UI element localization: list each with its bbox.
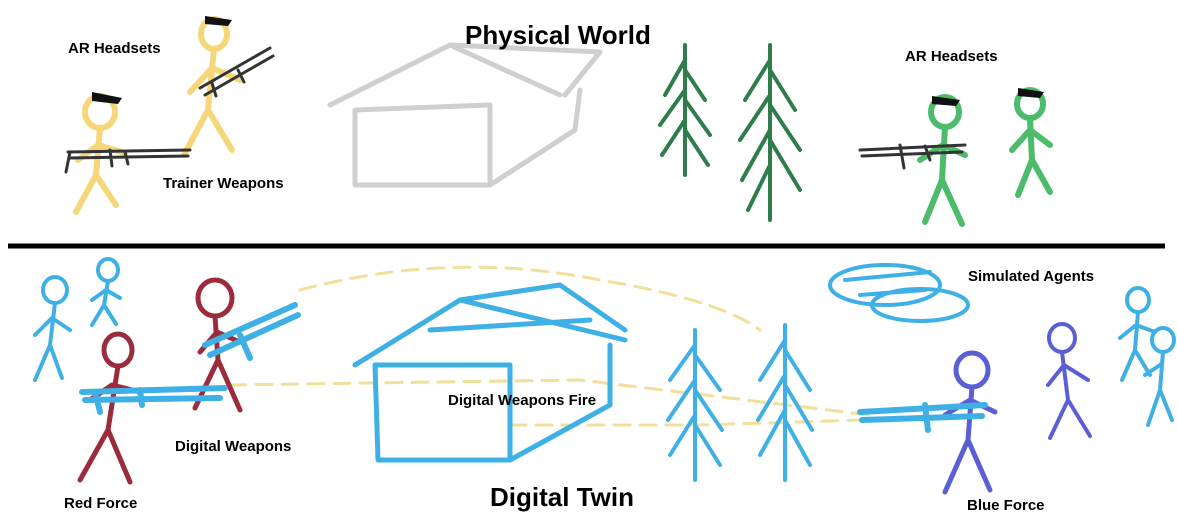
trainee-green-front xyxy=(917,94,968,227)
blue-force-agent xyxy=(1046,322,1092,440)
trainer-rifle-icon xyxy=(64,148,192,174)
building-sketch xyxy=(327,42,603,188)
trainee-yellow-front xyxy=(73,93,128,215)
headset-icon xyxy=(205,16,232,26)
label-digital-weapons: Digital Weapons xyxy=(175,438,292,455)
simulated-agent xyxy=(1118,286,1157,382)
red-force-agent xyxy=(192,277,243,413)
trainer-rifle-icon xyxy=(198,46,275,98)
digital-rifle-icon xyxy=(79,385,228,415)
label-digital-weapons-fire: Digital Weapons Fire xyxy=(448,392,597,409)
label-simulated-agents: Simulated Agents xyxy=(968,268,1095,285)
headset-icon xyxy=(932,96,960,106)
blue-force-agent xyxy=(942,350,998,495)
headset-icon xyxy=(1018,88,1044,98)
digital-building xyxy=(352,282,628,463)
label-red-force: Red Force xyxy=(64,495,138,512)
digital-tree xyxy=(756,323,814,482)
label-ar-headsets-left: AR Headsets xyxy=(68,40,161,57)
headset-icon xyxy=(92,92,122,104)
simulated-agent xyxy=(33,275,72,382)
label-blue-force: Blue Force xyxy=(967,497,1045,514)
simulated-agent xyxy=(1143,326,1176,427)
simulated-agent xyxy=(90,257,122,327)
digital-rifle-icon xyxy=(857,402,988,433)
trainer-rifle-icon xyxy=(858,143,967,170)
trainee-green-back xyxy=(1009,87,1053,198)
label-trainer-weapons: Trainer Weapons xyxy=(163,175,284,192)
digital-twin-title: Digital Twin xyxy=(490,482,634,512)
digital-rifle-icon xyxy=(202,302,301,361)
simulated-vehicle-icon xyxy=(828,263,970,323)
tree-sketch xyxy=(658,43,712,177)
label-ar-headsets-right: AR Headsets xyxy=(905,48,998,65)
red-force-agent xyxy=(77,331,143,485)
physical-world-title: Physical World xyxy=(465,20,651,50)
digital-tree xyxy=(666,328,724,482)
tree-sketch xyxy=(738,43,802,222)
